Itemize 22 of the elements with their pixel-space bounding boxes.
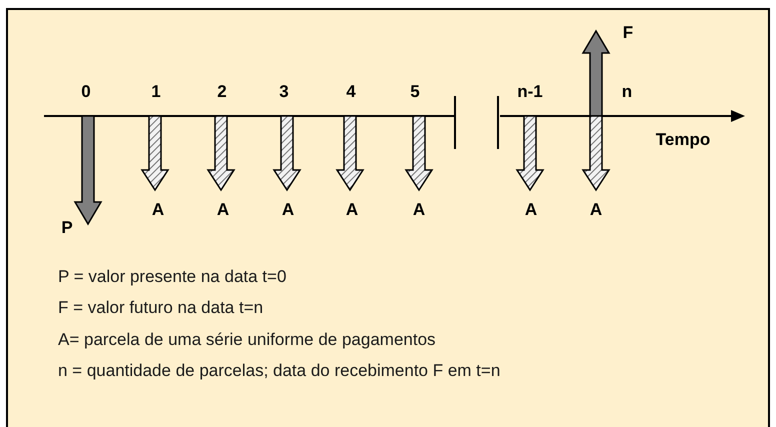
legend-text: A= parcela de uma série uniforme de pagamentos — [58, 329, 437, 351]
axis-label: P — [61, 218, 73, 238]
legend-text: P = valor presente na data t=0 — [58, 266, 288, 288]
axis-label: 1 — [151, 82, 161, 102]
axis-label: A — [590, 200, 602, 220]
axis-label: A — [412, 200, 426, 220]
axis-label: A — [152, 200, 164, 220]
legend-text: n = quantidade de parcelas; data do recebimento F em t=n — [58, 360, 502, 382]
legend-text: F = valor futuro na data t=n — [58, 297, 264, 319]
axis-label: 0 — [81, 82, 91, 102]
axis-label: 4 — [346, 82, 356, 102]
axis-label: A — [346, 200, 358, 220]
axis-label: Tempo — [656, 130, 710, 150]
axis-label: A — [216, 200, 230, 220]
axis-label: 2 — [217, 82, 227, 102]
axis-label: A — [524, 200, 538, 220]
axis-label: n-1 — [517, 82, 543, 102]
axis-label: 3 — [279, 82, 289, 102]
axis-label: A — [282, 200, 294, 220]
axis-label: F — [622, 23, 634, 43]
axis-label: n — [622, 82, 632, 102]
axis-label: 5 — [410, 82, 420, 102]
